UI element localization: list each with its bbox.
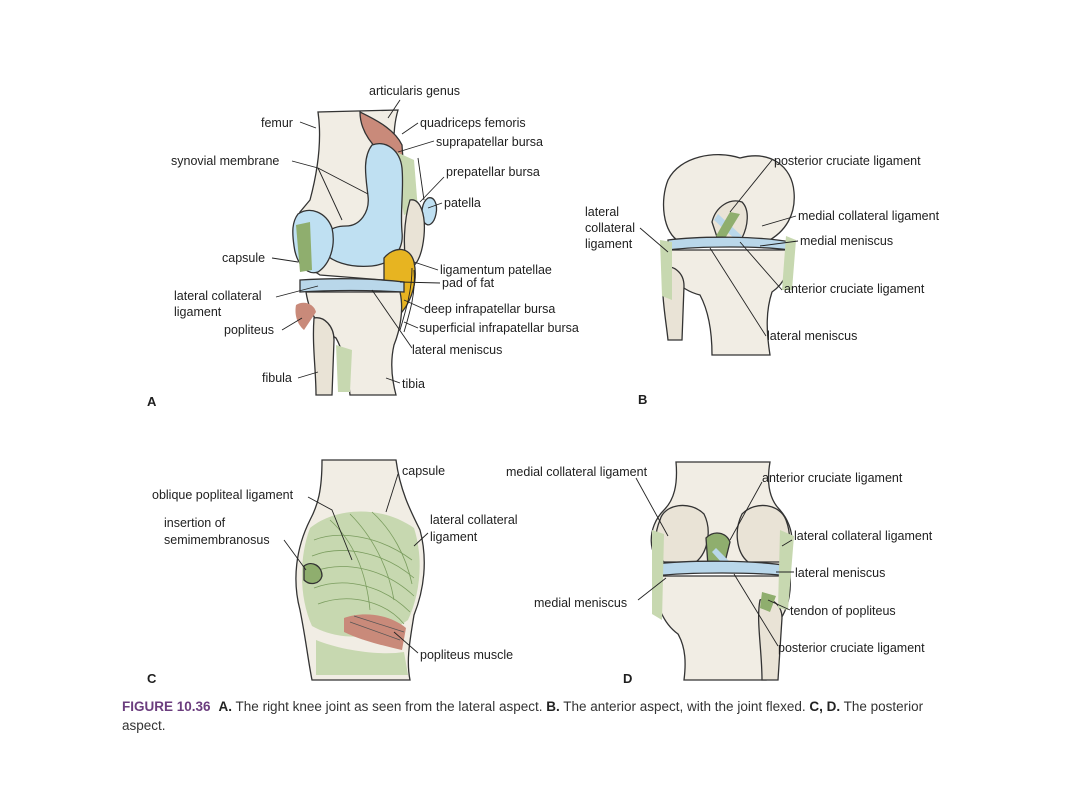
label-lateral-collateral-ligament-b-line2: collateral bbox=[585, 221, 635, 235]
label-popliteus: popliteus bbox=[224, 323, 274, 337]
figure-caption: FIGURE 10.36 A. The right knee joint as s… bbox=[122, 697, 962, 735]
panel-c: capsule oblique popliteal ligament inser… bbox=[147, 459, 518, 686]
label-lateral-collateral-ligament-c-line1: lateral collateral bbox=[430, 513, 518, 527]
label-superficial-infrapatellar-bursa: superficial infrapatellar bursa bbox=[419, 321, 579, 335]
label-popliteus-muscle: popliteus muscle bbox=[420, 648, 513, 662]
label-posterior-cruciate-ligament-d: posterior cruciate ligament bbox=[778, 641, 925, 655]
panel-d: medial collateral ligament anterior cruc… bbox=[506, 461, 933, 686]
panel-letter-c: C bbox=[147, 671, 157, 686]
label-prepatellar-bursa: prepatellar bursa bbox=[446, 165, 540, 179]
caption-b-text: The anterior aspect, with the joint flex… bbox=[559, 699, 810, 714]
label-deep-infrapatellar-bursa: deep infrapatellar bursa bbox=[424, 302, 555, 316]
label-tibia: tibia bbox=[402, 377, 425, 391]
panel-d-illustration bbox=[650, 461, 794, 681]
label-anterior-cruciate-ligament-b: anterior cruciate ligament bbox=[784, 282, 925, 296]
label-lateral-collateral-ligament-b-line1: lateral bbox=[585, 205, 619, 219]
label-posterior-cruciate-ligament-b: posterior cruciate ligament bbox=[774, 154, 921, 168]
label-tendon-of-popliteus: tendon of popliteus bbox=[790, 604, 896, 618]
caption-a-label: A. bbox=[218, 699, 233, 714]
label-suprapatellar-bursa: suprapatellar bursa bbox=[436, 135, 543, 149]
figure-number: FIGURE 10.36 bbox=[122, 699, 211, 714]
panel-c-illustration bbox=[295, 459, 425, 681]
label-pad-of-fat: pad of fat bbox=[442, 276, 495, 290]
label-lateral-collateral-ligament-d: lateral collateral ligament bbox=[794, 529, 933, 543]
label-patella: patella bbox=[444, 196, 481, 210]
label-synovial-membrane: synovial membrane bbox=[171, 154, 279, 168]
panel-a-illustration bbox=[292, 109, 438, 396]
label-quadriceps-femoris: quadriceps femoris bbox=[420, 116, 526, 130]
label-ligamentum-patellae: ligamentum patellae bbox=[440, 263, 552, 277]
panel-letter-a: A bbox=[147, 394, 157, 409]
label-lateral-collateral-ligament-c-line2: ligament bbox=[430, 530, 478, 544]
label-lateral-collateral-ligament-a-line2: ligament bbox=[174, 305, 222, 319]
label-fibula: fibula bbox=[262, 371, 292, 385]
label-capsule-a: capsule bbox=[222, 251, 265, 265]
label-lateral-collateral-ligament-b-line3: ligament bbox=[585, 237, 633, 251]
label-lateral-collateral-ligament-a-line1: lateral collateral bbox=[174, 289, 262, 303]
label-lateral-meniscus-d: lateral meniscus bbox=[795, 566, 885, 580]
panel-letter-d: D bbox=[623, 671, 632, 686]
label-medial-collateral-ligament-d: medial collateral ligament bbox=[506, 465, 648, 479]
caption-cd-label: C, D. bbox=[809, 699, 841, 714]
label-capsule-c: capsule bbox=[402, 464, 445, 478]
panel-b: posterior cruciate ligament lateral coll… bbox=[585, 154, 940, 407]
label-medial-meniscus-d: medial meniscus bbox=[534, 596, 627, 610]
label-insertion-line2: semimembranosus bbox=[164, 533, 270, 547]
label-lateral-meniscus-b: lateral meniscus bbox=[767, 329, 857, 343]
label-anterior-cruciate-ligament-d: anterior cruciate ligament bbox=[762, 471, 903, 485]
label-oblique-popliteal-ligament: oblique popliteal ligament bbox=[152, 488, 294, 502]
panel-letter-b: B bbox=[638, 392, 647, 407]
caption-b-label: B. bbox=[546, 699, 560, 714]
label-insertion-line1: insertion of bbox=[164, 516, 226, 530]
panel-a: articularis genus femur quadriceps femor… bbox=[147, 84, 579, 409]
label-lateral-meniscus-a: lateral meniscus bbox=[412, 343, 502, 357]
label-medial-collateral-ligament-b: medial collateral ligament bbox=[798, 209, 940, 223]
caption-cd-text: The posterior aspect. bbox=[122, 699, 924, 733]
label-articularis-genus: articularis genus bbox=[369, 84, 460, 98]
label-femur: femur bbox=[261, 116, 293, 130]
panel-b-illustration bbox=[660, 154, 796, 356]
caption-a-text: The right knee joint as seen from the la… bbox=[232, 699, 547, 714]
label-medial-meniscus-b: medial meniscus bbox=[800, 234, 893, 248]
